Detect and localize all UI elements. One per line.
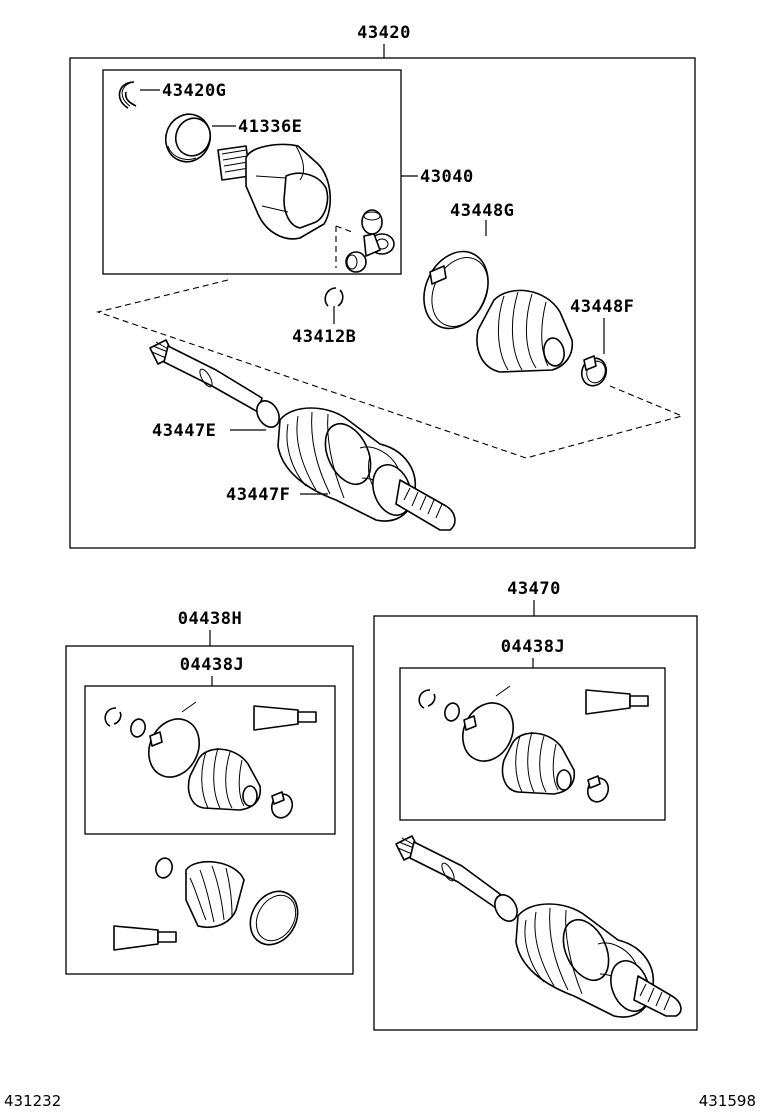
boot-part [476, 289, 574, 373]
kit-outline [96, 279, 684, 459]
label-43470: 43470 [507, 579, 561, 599]
kit-04438H-frame [65, 645, 354, 975]
kit-left-boot [187, 747, 262, 811]
boot-clamp-g-part [423, 250, 489, 330]
kit-right-clamp-large [462, 685, 514, 762]
assembly-43470: 43470 04438J [373, 579, 698, 1031]
kit-04438H: 04438H 04438J [65, 609, 354, 975]
kit-right-clamp-small [586, 775, 610, 803]
label-43448G: 43448G [450, 201, 514, 221]
kit-left-clamp-small [270, 791, 294, 819]
label-04438H: 04438H [178, 609, 242, 629]
seal-e-part [164, 113, 212, 163]
drive-shaft-right-part [395, 835, 682, 1018]
kit-h-grease-tube [113, 925, 177, 951]
figure-code-left: 431232 [4, 1092, 61, 1110]
kit-right-grease-tube [585, 689, 649, 715]
assembly-43470-frame [373, 615, 698, 1031]
kit-04438J-left-frame [84, 685, 336, 835]
label-41336E: 41336E [238, 117, 302, 137]
figure-code-right: 431598 [699, 1092, 756, 1110]
label-04438J-left: 04438J [180, 655, 244, 675]
label-43412B: 43412B [292, 327, 356, 347]
kit-left-clamp-large [148, 701, 200, 778]
kit-right-ring [444, 702, 460, 722]
kit-right-boot [501, 731, 576, 795]
inboard-joint-housing [217, 143, 332, 240]
label-43447E: 43447E [152, 421, 216, 441]
assembly-43420-frame [69, 57, 696, 549]
inboard-joint-frame [102, 69, 402, 275]
assembly-43420: 43420 43040 43420G 41336E [69, 23, 696, 549]
snap-ring-b-part [324, 287, 344, 307]
label-43040: 43040 [420, 167, 474, 187]
kit-h-ring [155, 857, 173, 879]
tripod-part [335, 209, 395, 273]
label-43420G: 43420G [162, 81, 226, 101]
label-04438J-right: 04438J [501, 637, 565, 657]
label-43420: 43420 [357, 23, 411, 43]
kit-h-boot [185, 861, 245, 928]
kit-right-snap-ring [418, 689, 436, 709]
kit-left-snap-ring [104, 707, 122, 727]
snap-ring-g-part [118, 81, 137, 109]
drive-shaft-part [149, 339, 456, 531]
label-43447F: 43447F [226, 485, 290, 505]
kit-left-grease-tube [253, 705, 317, 731]
kit-left-ring [130, 718, 146, 738]
label-43448F: 43448F [570, 297, 634, 317]
kit-h-clamp [249, 890, 299, 946]
kit-04438J-right-frame [399, 667, 666, 821]
boot-clamp-f-part [580, 355, 608, 387]
